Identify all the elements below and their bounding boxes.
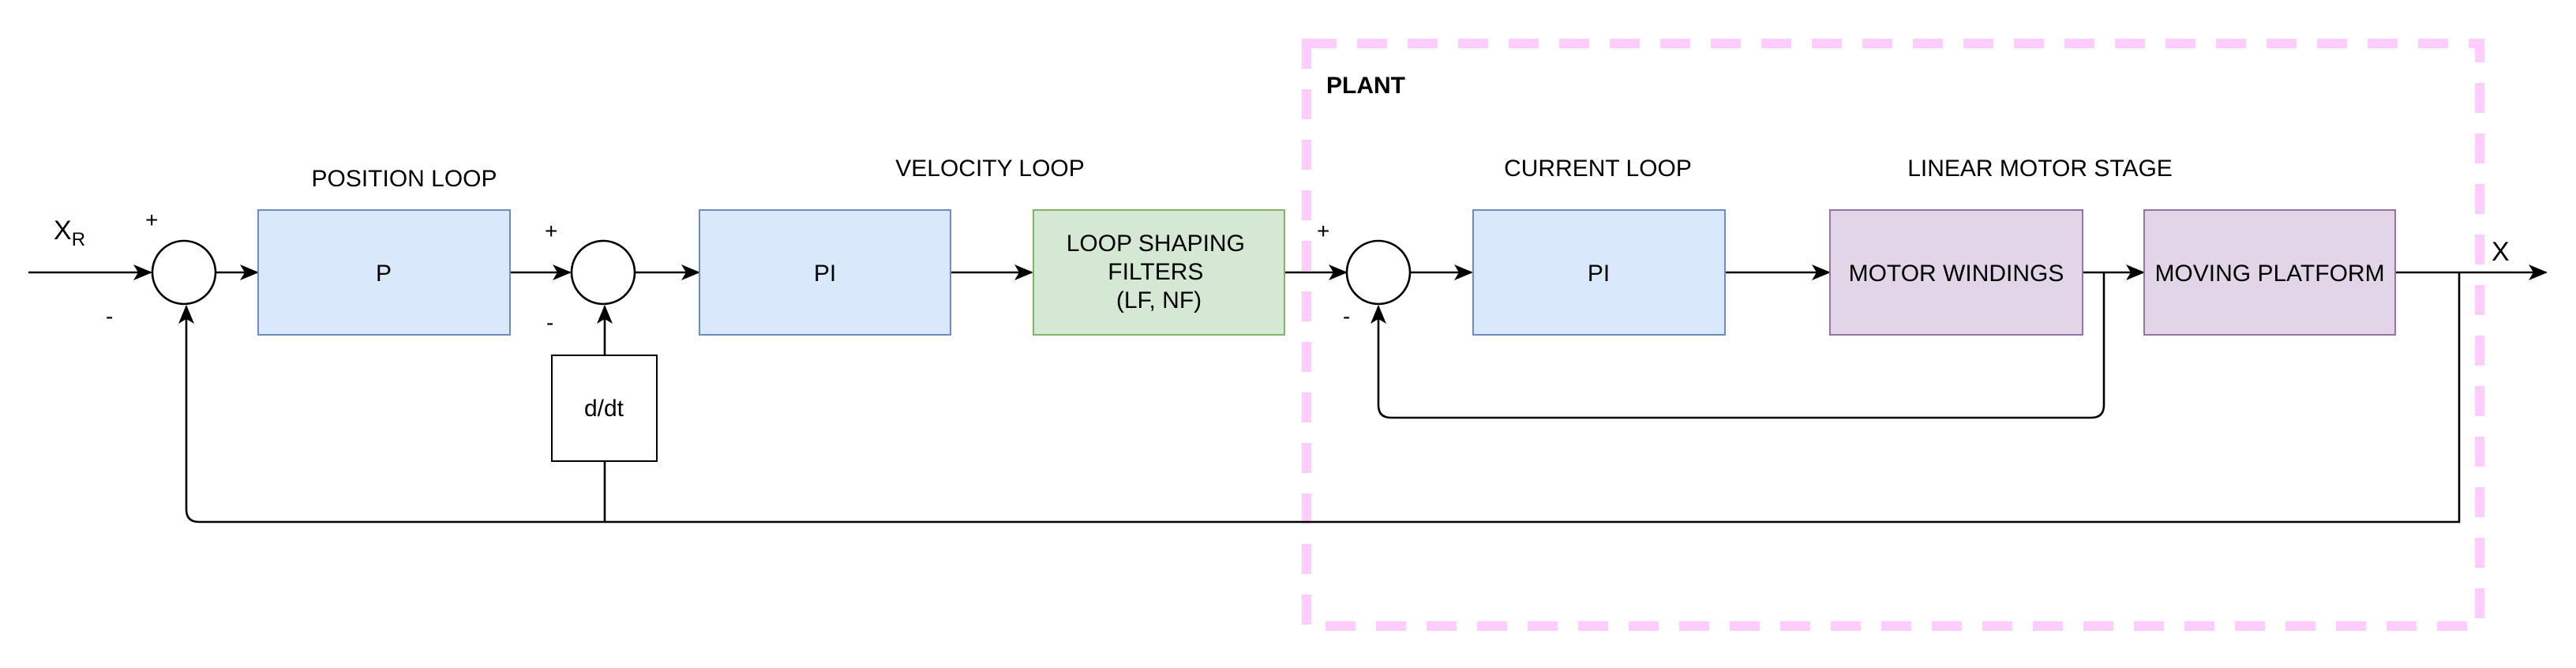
- motor-windings-block: MOTOR WINDINGS: [1829, 209, 2083, 336]
- current-controller-block: PI: [1472, 209, 1726, 336]
- current-loop-label: CURRENT LOOP: [1504, 156, 1692, 182]
- summing-junction-position: [151, 239, 217, 306]
- sum3-minus-sign: -: [1343, 304, 1350, 328]
- output-signal-label: X: [2492, 237, 2510, 267]
- moving-platform-label: MOVING PLATFORM: [2154, 261, 2384, 287]
- sum3-plus-sign: +: [1317, 219, 1329, 243]
- velocity-controller-label: PI: [814, 261, 836, 287]
- sum1-plus-sign: +: [145, 208, 158, 232]
- moving-platform-block: MOVING PLATFORM: [2143, 209, 2396, 336]
- current-feedback-wire: [1370, 272, 2105, 419]
- velocity-controller-block: PI: [699, 209, 951, 336]
- summing-junction-current: [1345, 239, 1412, 306]
- plant-boundary: [1302, 39, 2484, 631]
- loop-shaping-line-1: LOOP SHAPING: [1067, 231, 1245, 257]
- position-controller-block: P: [257, 209, 511, 336]
- sum1-minus-sign: -: [106, 304, 113, 328]
- motor-windings-label: MOTOR WINDINGS: [1849, 261, 2064, 287]
- loop-shaping-filters-block: LOOP SHAPING FILTERS (LF, NF): [1033, 209, 1285, 336]
- sum2-minus-sign: -: [546, 310, 553, 335]
- differentiator-block: d/dt: [551, 355, 658, 462]
- svg-text:LOOP SHAPING FILTERS: LOOP SHAPING FILTERS (LF, NF): [1067, 231, 1252, 313]
- velocity-loop-label: VELOCITY LOOP: [895, 156, 1085, 182]
- loop-shaping-line-2: FILTERS: [1108, 259, 1203, 285]
- differentiator-label: d/dt: [584, 396, 624, 422]
- position-feedback-wire: [178, 272, 2461, 524]
- input-signal-label: XR: [54, 216, 85, 250]
- position-loop-label: POSITION LOOP: [311, 166, 497, 192]
- linear-motor-stage-label: LINEAR MOTOR STAGE: [1907, 156, 2173, 182]
- plant-title: PLANT: [1326, 73, 1405, 99]
- summing-junction-velocity: [570, 239, 636, 306]
- current-controller-label: PI: [1588, 261, 1610, 287]
- loop-shaping-line-3: (LF, NF): [1116, 287, 1202, 313]
- sum2-plus-sign: +: [545, 219, 557, 243]
- position-controller-label: P: [376, 261, 392, 287]
